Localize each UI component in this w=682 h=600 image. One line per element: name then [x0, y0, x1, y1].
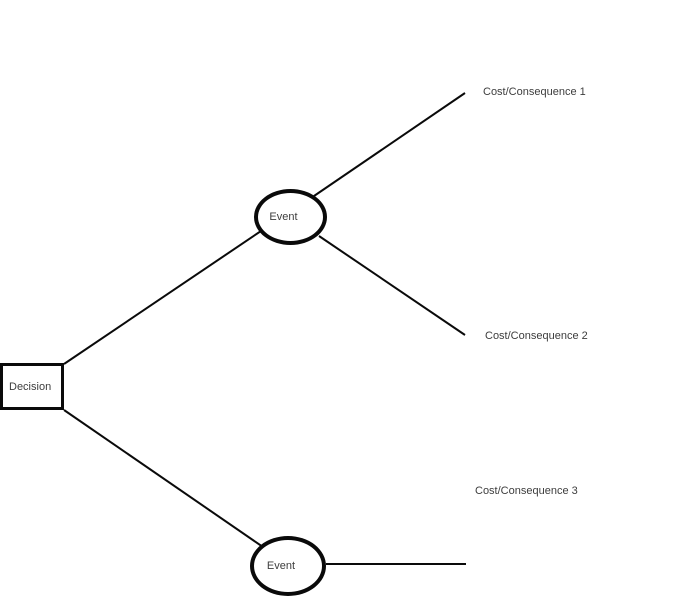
edge-decision-to-top-event	[63, 230, 262, 365]
edge-top-event-to-outcome-2	[318, 235, 466, 336]
event-node-bottom-label: Event	[266, 560, 296, 572]
outcome-label-1: Cost/Consequence 1	[483, 86, 586, 98]
event-node-top: Event	[254, 189, 327, 245]
event-node-top-label: Event	[269, 211, 298, 223]
outcome-label-2: Cost/Consequence 2	[485, 330, 588, 342]
outcome-label-3: Cost/Consequence 3	[475, 485, 578, 497]
decision-node: Decision	[0, 363, 64, 410]
event-node-bottom: Event	[250, 536, 326, 596]
decision-node-label: Decision	[9, 380, 52, 393]
edge-top-event-to-outcome-1	[313, 92, 466, 197]
edge-decision-to-bottom-event	[63, 409, 264, 548]
